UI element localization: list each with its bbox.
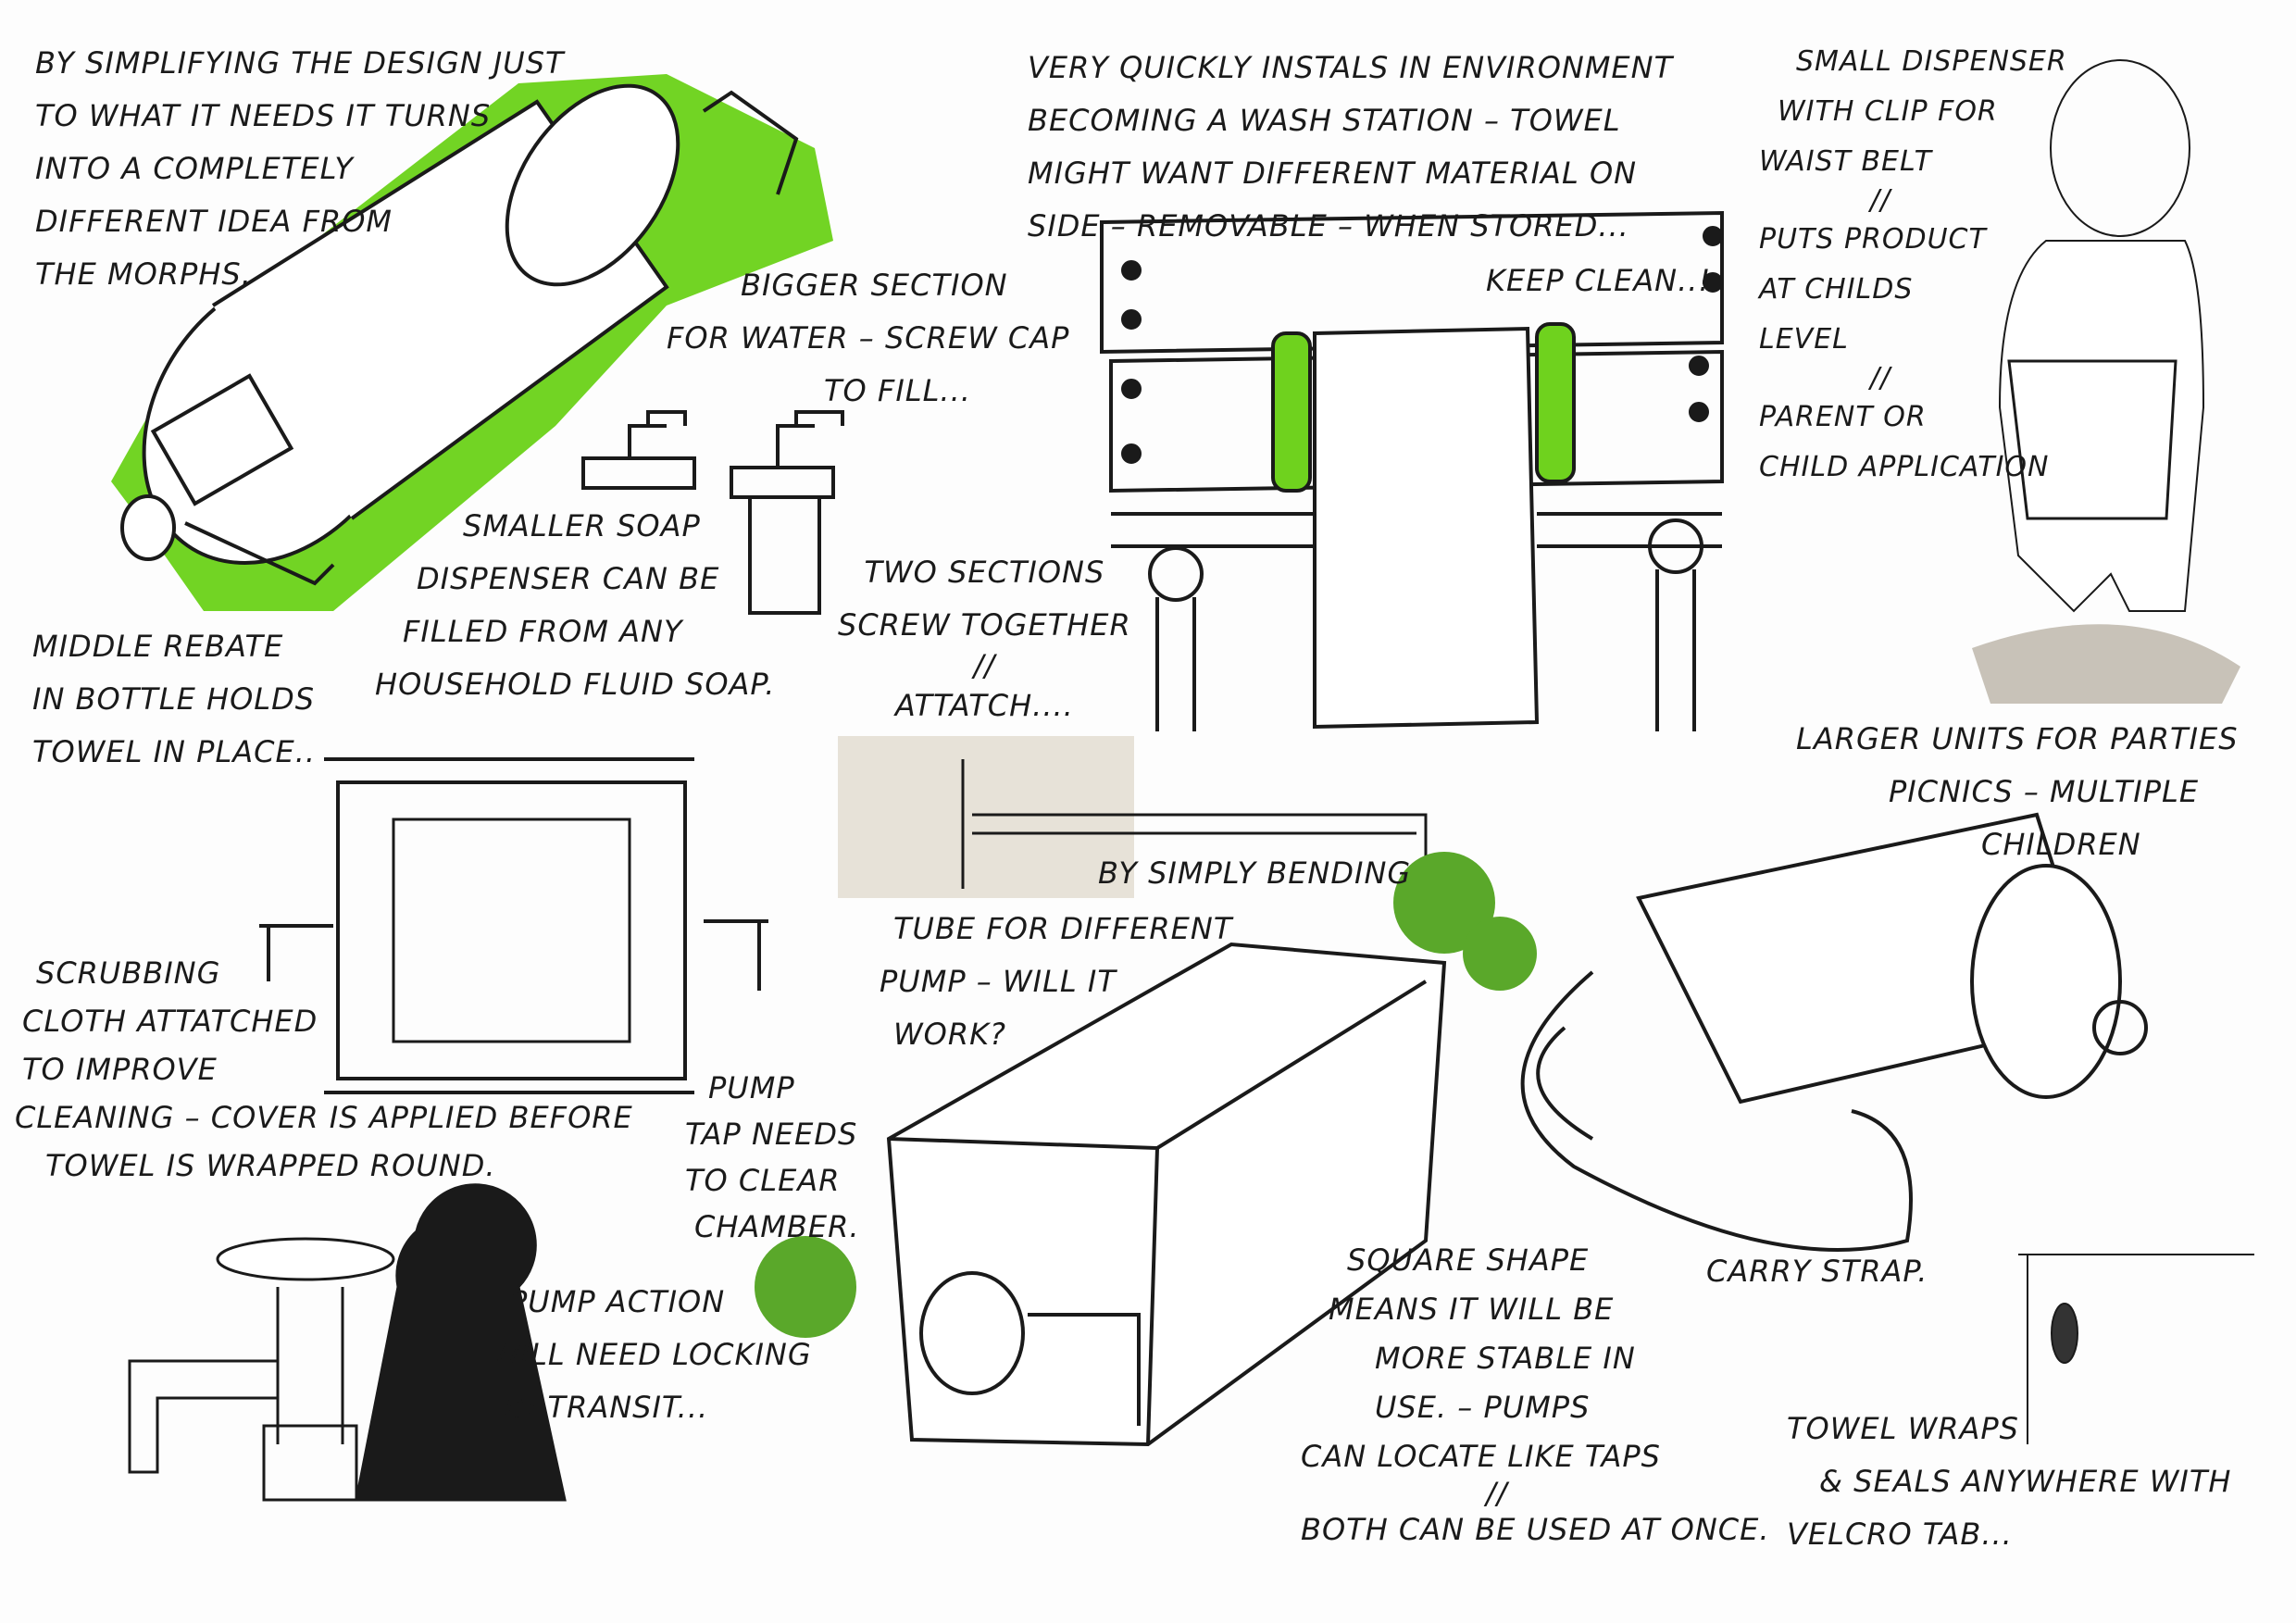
- note-line: cloth attatched: [22, 1004, 318, 1039]
- note-keep-clean: Keep clean..!: [1486, 263, 1712, 298]
- note-line: child application: [1759, 451, 2050, 483]
- note-line: picnics – multiple: [1889, 774, 2200, 809]
- note-line: Larger units for parties: [1796, 721, 2239, 756]
- note-pump-action: Pump action will need locking in transit…: [491, 1276, 812, 1434]
- note-towel-wraps: Towel wraps & seals anywhere with velcro…: [1787, 1403, 2231, 1561]
- note-line: becoming a wash station – towel: [1028, 103, 1621, 138]
- note-line: in bottle holds: [32, 681, 316, 717]
- note-simplifying: By simplifying the design just to what i…: [35, 37, 565, 301]
- note-line: attatch....: [894, 688, 1074, 723]
- note-line: Smaller soap: [463, 508, 701, 543]
- note-line: //: [1486, 1476, 1508, 1511]
- note-line: to what it needs it turns: [35, 98, 492, 133]
- note-line: //: [1870, 362, 1891, 394]
- soap-dispenser-sketch: [581, 410, 844, 615]
- note-line: Bigger section: [741, 268, 1008, 303]
- note-line: Middle rebate: [32, 629, 284, 664]
- note-line: Very quickly instals in environment: [1028, 50, 1674, 85]
- note-line: level: [1759, 323, 1849, 356]
- note-line: chamber.: [694, 1209, 860, 1244]
- note-line: to clear: [685, 1163, 841, 1198]
- note-line: waist belt: [1759, 145, 1932, 178]
- note-line: Two sections: [864, 555, 1105, 590]
- note-line: the morphs.: [35, 256, 252, 292]
- note-simply-bending: By simply bending: [1098, 855, 1412, 891]
- note-line: puts product: [1759, 223, 1987, 256]
- note-line: filled from any: [403, 614, 683, 649]
- note-line: can locate like taps: [1301, 1439, 1661, 1474]
- large-unit-sketch: [1520, 812, 2148, 1252]
- note-tube: Tube for different pump – will it work?: [880, 903, 1233, 1061]
- note-line: By simplifying the design just: [35, 45, 565, 81]
- note-line: into a completely: [35, 151, 354, 186]
- note-line: Pump action: [509, 1284, 726, 1319]
- note-line: side – removable – when stored...: [1028, 208, 1629, 243]
- note-carry-strap: Carry strap.: [1706, 1254, 1928, 1289]
- note-line: velcro tab...: [1787, 1517, 2013, 1552]
- note-line: Square shape: [1347, 1242, 1590, 1278]
- note-line: use. – pumps: [1375, 1390, 1591, 1425]
- note-line: tap needs: [685, 1117, 858, 1152]
- pump-lock-sketch: [128, 1183, 567, 1502]
- note-line: Small dispenser: [1796, 45, 2067, 78]
- note-small-dispenser: Small dispenser with clip for waist belt…: [1759, 37, 2067, 493]
- note-line: will need locking: [491, 1337, 812, 1372]
- note-line: pump – will it: [880, 964, 1117, 999]
- bottle-sketch: [111, 74, 833, 611]
- note-line: means it will be: [1329, 1292, 1615, 1327]
- note-two-sections: Two sections screw together // attatch..…: [838, 546, 1131, 732]
- note-line: with clip for: [1778, 95, 1998, 128]
- note-line: might want different material on: [1028, 156, 1638, 191]
- note-line: dispenser can be: [417, 561, 720, 596]
- note-scrubbing: Scrubbing cloth attatched to improve cle…: [15, 949, 633, 1190]
- note-line: to improve: [22, 1052, 218, 1087]
- note-line: towel in place..: [32, 734, 317, 769]
- note-line: Pump: [708, 1070, 795, 1105]
- note-line: & seals anywhere with: [1819, 1464, 2232, 1499]
- note-line: children: [1981, 827, 2141, 862]
- note-wash-station: Very quickly instals in environment beco…: [1028, 42, 1673, 253]
- note-pump-tap: Pump tap needs to clear chamber.: [685, 1065, 859, 1250]
- bent-tube-sketch: [838, 736, 1428, 898]
- note-line: different idea from: [35, 204, 393, 239]
- note-line: //: [1870, 184, 1891, 217]
- note-line: parent or: [1759, 401, 1927, 433]
- scrubbing-frame-sketch: [259, 757, 768, 1094]
- note-square-shape: Square shape means it will be more stabl…: [1301, 1236, 1770, 1554]
- velcro-sketch: [2018, 1254, 2254, 1444]
- note-middle-rebate: Middle rebate in bottle holds towel in p…: [32, 620, 316, 779]
- note-bigger-section: Bigger section for water – screw cap to …: [667, 259, 1069, 418]
- note-line: screw together: [838, 607, 1131, 643]
- note-line: cleaning – cover is applied before: [15, 1100, 633, 1135]
- note-larger-units: Larger units for parties picnics – multi…: [1796, 713, 2239, 871]
- wash-station-sketch: [1100, 210, 1724, 731]
- note-line: //: [973, 648, 996, 683]
- note-line: in transit...: [505, 1390, 709, 1425]
- note-line: for water – screw cap: [667, 320, 1070, 356]
- note-line: Tube for different: [893, 911, 1233, 946]
- note-line: household fluid soap.: [375, 667, 776, 702]
- note-line: work?: [893, 1017, 1007, 1052]
- note-line: towel is wrapped round.: [45, 1148, 496, 1183]
- note-smaller-soap: Smaller soap dispenser can be filled fro…: [375, 500, 775, 711]
- note-line: more stable in: [1375, 1341, 1636, 1376]
- child-figure-sketch: [1972, 59, 2240, 704]
- note-line: at childs: [1759, 273, 1914, 306]
- note-line: Towel wraps: [1787, 1411, 2019, 1446]
- note-line: both can be used at once.: [1301, 1512, 1770, 1547]
- note-line: Scrubbing: [36, 955, 221, 991]
- note-line: to fill...: [824, 373, 971, 408]
- square-dispenser-sketch: [755, 852, 1537, 1447]
